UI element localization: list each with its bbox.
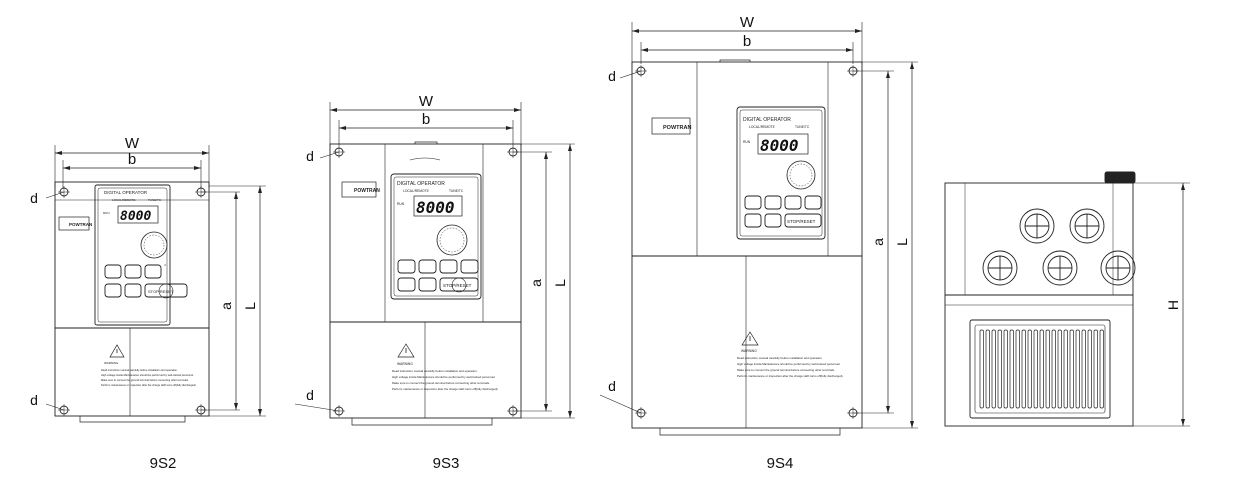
vent-slot [1015, 329, 1020, 409]
model-9s3-brand-logo: POWTRAN [354, 188, 380, 194]
vent-grille [979, 329, 1104, 409]
model-9s2-display-readout: 8000 [120, 209, 151, 224]
model-9s2-run-label: RUN [103, 211, 110, 215]
model-9s3-caption: 9S3 [433, 455, 460, 472]
model-9s2-drawing [45, 145, 266, 423]
model-9s2-local-remote: LOCAL/REMOTE [112, 198, 136, 202]
model-9s2-caption: 9S2 [150, 455, 177, 472]
model-9s4-width-label: W [740, 14, 755, 31]
model-9s3-panel-title: DIGITAL OPERATOR [397, 181, 445, 187]
model-9s2-brand-logo: POWTRAN [69, 222, 92, 227]
model-9s3-local-remote: LOCAL/REMOTE [403, 189, 430, 193]
vent-slot [1093, 329, 1098, 409]
model-9s3-l-label: L [552, 279, 568, 287]
vent-slot [1045, 329, 1050, 409]
model-9s2-l-label: L [242, 302, 258, 310]
vent-slot [1003, 329, 1008, 409]
model-9s2-warning-line-2: High voltage inside.Maintainance should … [101, 373, 194, 377]
model-9s3-warning-line-4: Perform maintenance or inspection after … [392, 387, 499, 391]
vent-slot [979, 329, 984, 409]
model-9s3-a-label: a [528, 279, 544, 287]
side-view-drawing [944, 171, 1190, 427]
vent-slot [985, 329, 990, 409]
vent-slot [1063, 329, 1068, 409]
model-9s3-d-bottom-label: d [306, 387, 314, 403]
vent-slot [991, 329, 996, 409]
model-9s3-tune-tc: TUNE/TC [449, 189, 464, 193]
vent-slot [1009, 329, 1014, 409]
model-9s3-d-top-label: d [306, 148, 314, 164]
model-9s4-drawing [599, 22, 918, 436]
model-9s4-local-remote: LOCAL/REMOTE [749, 125, 776, 129]
model-9s2-d-bottom-label: d [30, 392, 38, 408]
model-9s4-tune-tc: TUNE/TC [795, 125, 810, 129]
vent-slot [1033, 329, 1038, 409]
model-9s2-b-label: b [128, 151, 136, 168]
model-9s4-d-top-label: d [608, 68, 616, 84]
model-9s3-warning-heading: WARNING [397, 362, 413, 366]
model-9s2-panel-title: DIGITAL OPERATOR [104, 190, 148, 195]
vent-slot [997, 329, 1002, 409]
vent-slot [1039, 329, 1044, 409]
model-9s3-display-readout: 8000 [416, 198, 455, 217]
model-9s2-a-label: a [218, 302, 234, 310]
model-9s4-display-readout: 8000 [760, 136, 799, 155]
model-9s2-d-top-label: d [30, 190, 38, 206]
model-9s3-width-label: W [419, 93, 434, 110]
vent-slot [1075, 329, 1080, 409]
model-9s3-drawing [294, 102, 575, 426]
model-9s4-a-label: a [870, 238, 886, 246]
vent-slot [1087, 329, 1092, 409]
model-9s4-b-label: b [743, 33, 751, 50]
model-9s4-warning-line-1: Read instruction manual carefully before… [737, 356, 823, 360]
model-9s4-warning-line-3: Make sure to connect the ground terminal… [737, 368, 835, 372]
model-9s2-tune-tc: TUNE/TC [148, 198, 162, 202]
model-9s4-brand-logo: POWTRAN [663, 125, 691, 131]
model-9s4-warning-line-2: High voltage inside.Maintainance should … [737, 362, 841, 366]
vent-slot [1069, 329, 1074, 409]
model-9s3-run-label: RUN [397, 202, 405, 206]
model-9s2-warning-line-4: Perform maintenance or inspection after … [101, 383, 197, 387]
model-9s3-warning-line-1: Read instruction manual carefully before… [392, 369, 478, 373]
model-9s4-run-label: RUN [743, 140, 751, 144]
model-9s3-warning-line-3: Make sure to connect the ground terminal… [392, 381, 490, 385]
model-9s4-warning-heading: WARNING [741, 349, 757, 353]
model-9s4-panel-title: DIGITAL OPERATOR [743, 117, 791, 123]
model-9s3-b-label: b [422, 111, 430, 128]
vent-slot [1027, 329, 1032, 409]
model-9s3-warning-line-2: High voltage inside.Maintainance should … [392, 375, 496, 379]
vent-slot [1099, 329, 1104, 409]
vent-slot [1081, 329, 1086, 409]
vent-slot [1021, 329, 1026, 409]
vent-slot [1051, 329, 1056, 409]
model-9s4-l-label: L [894, 238, 910, 246]
model-9s4-warning-line-4: Perform maintenance or inspection after … [737, 374, 844, 378]
model-9s2-warning-line-3: Make sure to connect the ground terminal… [101, 378, 189, 382]
model-9s4-d-bottom-label: d [608, 378, 616, 394]
model-9s4-stop-reset: STOP/RESET [787, 219, 816, 224]
model-9s2-warning-heading: WARNING [104, 361, 119, 365]
model-9s3-stop-reset: STOP/RESET [443, 283, 472, 288]
vent-slot [1057, 329, 1062, 409]
model-9s4-caption: 9S4 [767, 455, 794, 472]
side-view-h-label: H [1165, 300, 1181, 310]
model-9s2-stop-reset: STOP/RESET [148, 289, 174, 294]
model-9s2-width-label: W [125, 135, 140, 152]
model-9s2-warning-line-1: Read instruction manual carefully before… [101, 368, 178, 372]
